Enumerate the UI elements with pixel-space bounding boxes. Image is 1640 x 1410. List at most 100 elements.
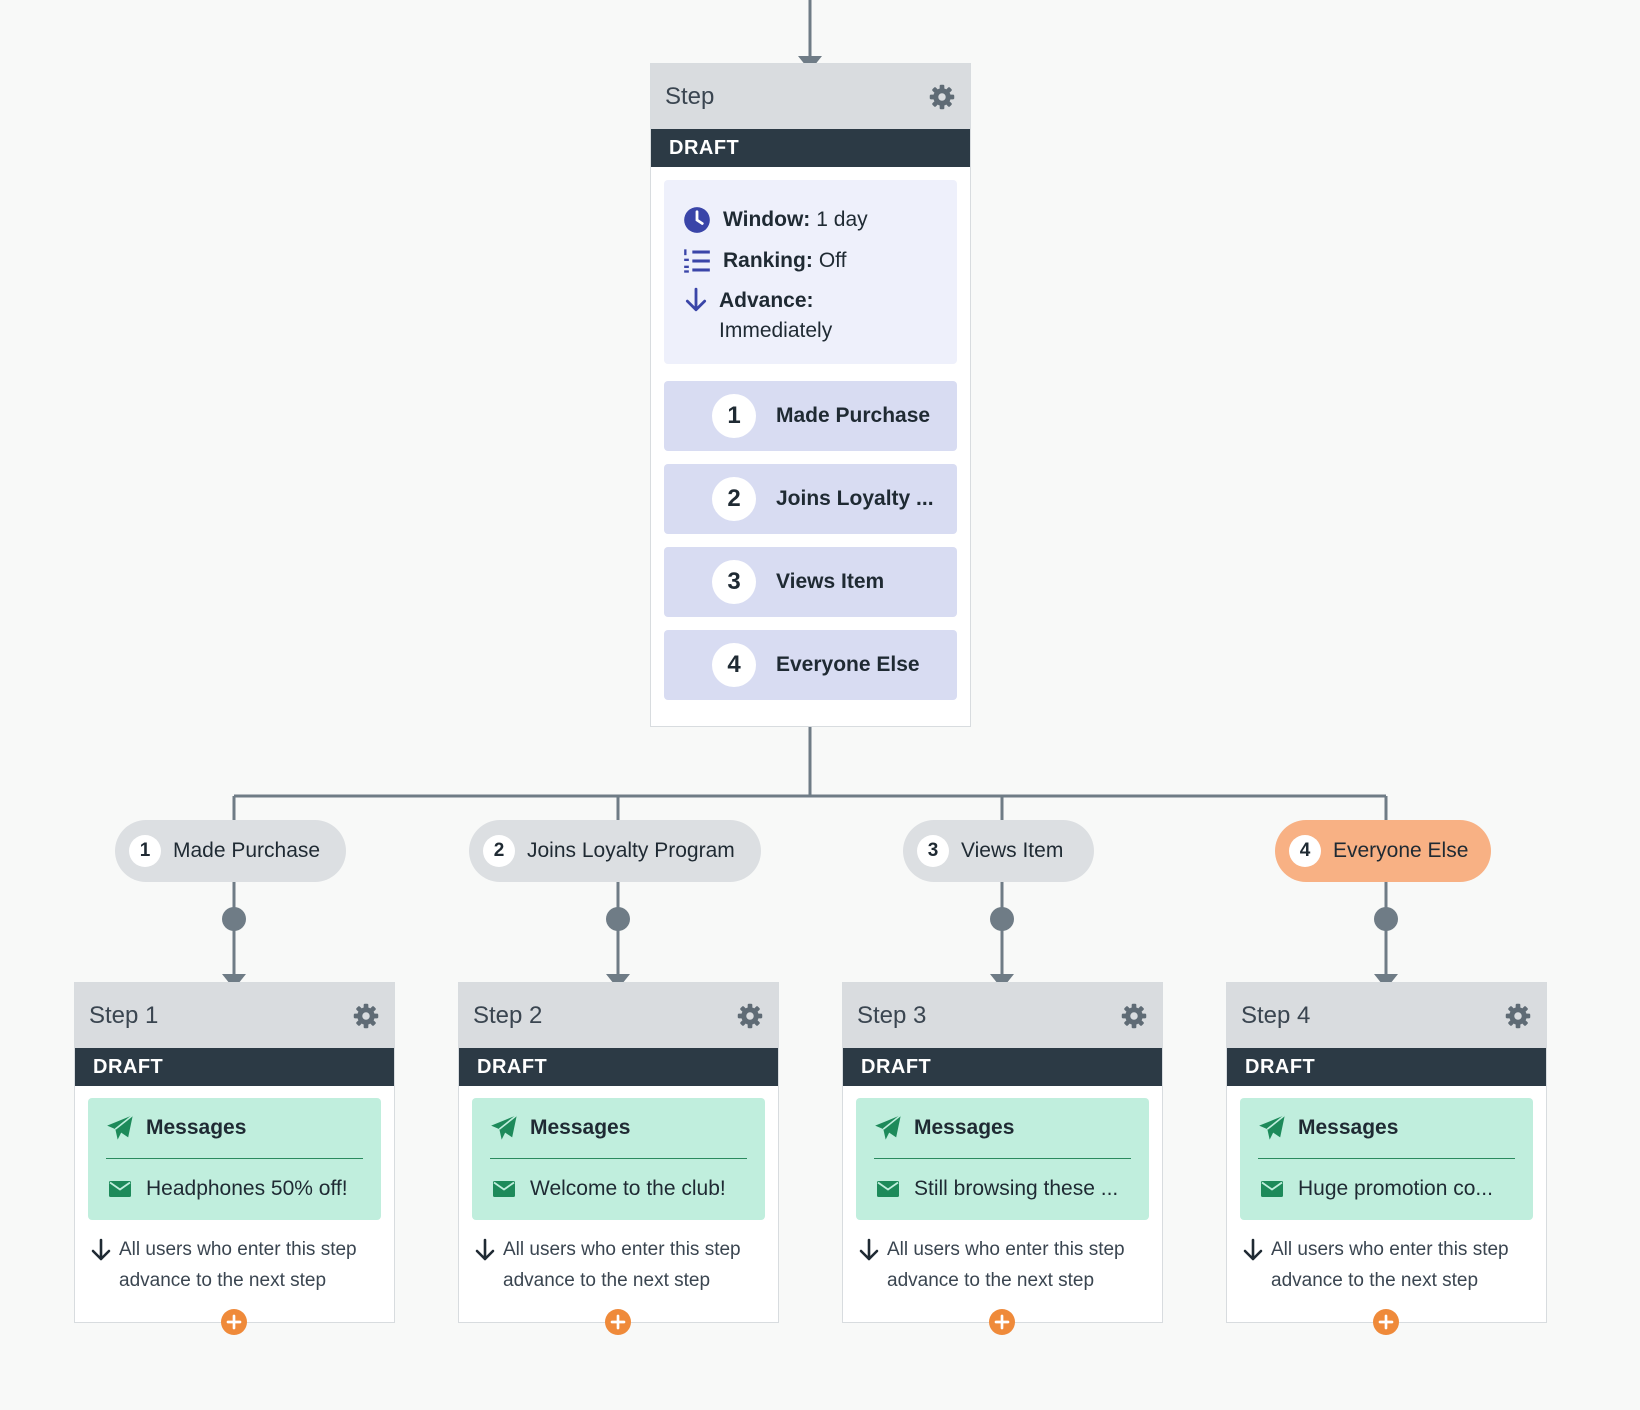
add-step-button[interactable] — [989, 1309, 1015, 1335]
ranking-label: Ranking: — [723, 249, 813, 272]
advance-note: All users who enter this step advance to… — [473, 1234, 763, 1296]
gear-icon[interactable] — [928, 83, 956, 111]
advance-setting: Advance: Immediately — [683, 286, 832, 346]
numbered-list-icon — [684, 249, 710, 273]
message-item[interactable]: Welcome to the club! — [472, 1159, 765, 1219]
branch-pill-2[interactable]: 2 Joins Loyalty Program — [469, 820, 761, 882]
arrow-down-icon — [91, 1238, 111, 1261]
arrow-down-icon — [859, 1238, 879, 1261]
messages-divider — [490, 1158, 747, 1159]
variant-label: Made Purchase — [776, 404, 931, 427]
variant-number: 3 — [712, 560, 756, 604]
branch-pill-4[interactable]: 4 Everyone Else — [1275, 820, 1491, 882]
arrow-down-icon — [685, 287, 707, 312]
envelope-icon — [877, 1181, 899, 1197]
messages-header: Messages — [472, 1098, 765, 1158]
messages-panel[interactable]: Messages Headphones 50% off! — [88, 1098, 381, 1220]
paper-plane-icon — [491, 1114, 518, 1140]
step-card-3: Step 3 DRAFT Messages — [842, 982, 1163, 1323]
step-card-1: Step 1 DRAFT Messages — [74, 982, 395, 1323]
step-title: Step 4 — [1241, 1001, 1311, 1029]
branch-pill-1[interactable]: 1 Made Purchase — [115, 820, 346, 882]
arrow-down-icon — [1243, 1238, 1263, 1261]
branch-label: Made Purchase — [173, 839, 321, 862]
step-status: DRAFT — [843, 1048, 1162, 1086]
variant-1[interactable]: 1 Made Purchase — [664, 381, 957, 451]
messages-label: Messages — [914, 1116, 1015, 1139]
variant-label: Views Item — [776, 570, 885, 593]
message-item[interactable]: Headphones 50% off! — [88, 1159, 381, 1219]
message-name: Huge promotion co... — [1298, 1177, 1493, 1200]
variant-4[interactable]: 4 Everyone Else — [664, 630, 957, 700]
clock-icon — [684, 207, 710, 233]
arrow-down-icon — [475, 1238, 495, 1261]
branch-number: 2 — [483, 835, 515, 867]
advance-note-text: All users who enter this step advance to… — [119, 1239, 357, 1291]
variant-number: 4 — [712, 643, 756, 687]
gear-icon[interactable] — [352, 1002, 380, 1030]
ranking-setting: Ranking: Off — [683, 247, 846, 275]
messages-panel[interactable]: Messages Huge promotion co... — [1240, 1098, 1533, 1220]
advance-note: All users who enter this step advance to… — [857, 1234, 1147, 1296]
message-name: Headphones 50% off! — [146, 1177, 348, 1200]
step-settings-panel[interactable]: Window: 1 day Ranking: Off — [664, 180, 957, 364]
advance-note-text: All users who enter this step advance to… — [1271, 1239, 1509, 1291]
branch-number: 4 — [1289, 835, 1321, 867]
step-header: Step 1 — [75, 983, 394, 1048]
gear-icon[interactable] — [1504, 1002, 1532, 1030]
messages-header: Messages — [856, 1098, 1149, 1158]
variant-label: Joins Loyalty ... — [776, 487, 934, 510]
main-step-header: Step — [651, 64, 970, 129]
advance-value: Immediately — [719, 319, 833, 342]
main-step-status: DRAFT — [651, 129, 970, 167]
branch-label: Everyone Else — [1333, 839, 1469, 862]
messages-divider — [1258, 1158, 1515, 1159]
step-header: Step 4 — [1227, 983, 1546, 1048]
paper-plane-icon — [875, 1114, 902, 1140]
branch-label: Joins Loyalty Program — [527, 839, 735, 862]
step-status: DRAFT — [459, 1048, 778, 1086]
step-header: Step 3 — [843, 983, 1162, 1048]
add-step-button[interactable] — [1373, 1309, 1399, 1335]
window-value: 1 day — [816, 208, 868, 231]
main-step-title: Step — [665, 82, 715, 110]
step-status: DRAFT — [75, 1048, 394, 1086]
messages-panel[interactable]: Messages Still browsing these ... — [856, 1098, 1149, 1220]
message-name: Welcome to the club! — [530, 1177, 726, 1200]
branch-pill-3[interactable]: 3 Views Item — [903, 820, 1094, 882]
step-card-4: Step 4 DRAFT Messages — [1226, 982, 1547, 1323]
message-item[interactable]: Still browsing these ... — [856, 1159, 1149, 1219]
messages-divider — [106, 1158, 363, 1159]
messages-panel[interactable]: Messages Welcome to the club! — [472, 1098, 765, 1220]
add-step-button[interactable] — [221, 1309, 247, 1335]
plus-icon — [1378, 1314, 1394, 1330]
messages-label: Messages — [1298, 1116, 1399, 1139]
branch-label: Views Item — [961, 839, 1064, 862]
gear-icon[interactable] — [736, 1002, 764, 1030]
variant-label: Everyone Else — [776, 653, 920, 676]
advance-note: All users who enter this step advance to… — [89, 1234, 379, 1296]
messages-header: Messages — [1240, 1098, 1533, 1158]
envelope-icon — [1261, 1181, 1283, 1197]
message-item[interactable]: Huge promotion co... — [1240, 1159, 1533, 1219]
advance-label: Advance: — [719, 289, 814, 312]
envelope-icon — [109, 1181, 131, 1197]
variant-number: 2 — [712, 477, 756, 521]
message-name: Still browsing these ... — [914, 1177, 1119, 1200]
advance-note-text: All users who enter this step advance to… — [503, 1239, 741, 1291]
paper-plane-icon — [107, 1114, 134, 1140]
step-title: Step 2 — [473, 1001, 543, 1029]
branch-number: 3 — [917, 835, 949, 867]
variant-3[interactable]: 3 Views Item — [664, 547, 957, 617]
step-title: Step 1 — [89, 1001, 159, 1029]
branch-number: 1 — [129, 835, 161, 867]
window-label: Window: — [723, 208, 811, 231]
ranking-value: Off — [818, 249, 847, 272]
variant-2[interactable]: 2 Joins Loyalty ... — [664, 464, 957, 534]
messages-header: Messages — [88, 1098, 381, 1158]
gear-icon[interactable] — [1120, 1002, 1148, 1030]
step-header: Step 2 — [459, 983, 778, 1048]
add-step-button[interactable] — [605, 1309, 631, 1335]
variant-number: 1 — [712, 394, 756, 438]
advance-note: All users who enter this step advance to… — [1241, 1234, 1531, 1296]
